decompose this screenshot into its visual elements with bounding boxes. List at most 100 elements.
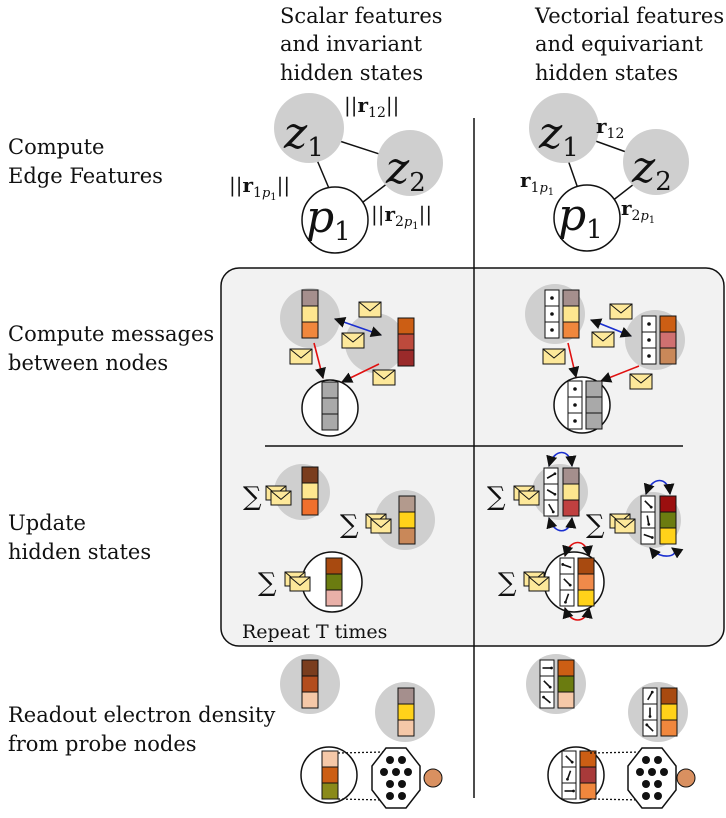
vector-dot <box>647 322 651 326</box>
repeat-label: Repeat T times <box>242 621 387 643</box>
feature-cell <box>325 557 343 575</box>
network-neuron <box>654 792 662 800</box>
feature-cell <box>557 691 575 709</box>
feature-cell <box>397 333 415 351</box>
feature-cell <box>301 321 319 339</box>
feature-cell <box>301 498 319 516</box>
node-label-p1: p1 <box>306 192 351 247</box>
vector-dot <box>550 312 554 316</box>
vector-arrow-head <box>542 695 545 699</box>
feature-cell <box>659 511 677 529</box>
feature-cell <box>301 305 319 323</box>
sum-symbol: ∑ <box>498 568 517 598</box>
feature-cell <box>397 317 415 335</box>
atom-node <box>628 682 688 742</box>
sum-symbol: ∑ <box>258 568 277 598</box>
rotation-curve <box>562 541 593 558</box>
feature-cell <box>562 467 580 485</box>
vector-arrow <box>563 578 571 586</box>
message-envelope <box>270 490 292 506</box>
feature-cell <box>321 766 339 784</box>
network-neuron <box>642 792 650 800</box>
network-neuron <box>654 780 662 788</box>
row-label-line: from probe nodes <box>8 732 197 756</box>
vector-arrow-head <box>572 789 575 793</box>
feature-cell <box>398 527 416 545</box>
feature-cell <box>660 703 678 721</box>
column-header-line: and equivariant <box>535 32 703 56</box>
message-envelope <box>609 303 633 320</box>
vector-arrow <box>543 680 551 688</box>
vector-arrow-head <box>568 583 572 587</box>
vector-arrow <box>546 473 556 479</box>
feature-cell <box>579 782 597 800</box>
repeat-panel <box>220 267 725 647</box>
vector-dot <box>573 403 577 407</box>
edge-label-r2p1: ||r2p1|| <box>371 202 432 232</box>
vector-dot <box>550 328 554 332</box>
row-label-messages: Compute messages between nodes <box>8 322 214 375</box>
edge-label-r2p1: r2p1 <box>621 196 655 226</box>
vector-arrow-head <box>645 723 649 727</box>
network-neuron <box>636 768 644 776</box>
message-envelope <box>629 373 653 390</box>
column-header-scalar: Scalar features and invariant hidden sta… <box>280 4 443 85</box>
network-neuron <box>404 768 412 776</box>
vector-arrow-head <box>550 666 553 670</box>
network-neuron <box>654 756 662 764</box>
node-label-z1: z1 <box>538 108 579 163</box>
atom-node-z2 <box>623 129 689 195</box>
message-envelope <box>372 369 396 386</box>
vector-arrow <box>546 489 556 495</box>
row-label-line: Edge Features <box>8 164 163 188</box>
message-envelope <box>289 576 311 592</box>
network-neuron <box>398 780 406 788</box>
column-header-line: Scalar features <box>280 4 443 28</box>
feature-cell <box>398 511 416 529</box>
envelope-flap <box>270 490 292 501</box>
vector-arrow <box>647 691 653 701</box>
sum-symbol: ∑ <box>243 482 262 512</box>
vector-arrow <box>646 724 654 732</box>
feature-cell <box>325 589 343 607</box>
network-neuron <box>398 756 406 764</box>
feature-cell <box>585 380 603 398</box>
row-label-line: Readout electron density <box>8 703 275 727</box>
vector-dot <box>647 338 651 342</box>
network-neuron <box>642 780 650 788</box>
feature-cell <box>397 719 415 737</box>
column-header-line: Vectorial features <box>534 4 724 28</box>
row-label-line: hidden states <box>8 540 151 564</box>
row-label-line: between nodes <box>8 351 168 375</box>
row-label-line: Update <box>8 511 86 535</box>
vector-arrow-head <box>647 523 651 526</box>
edge-label-r1p1: r1p1 <box>520 168 554 198</box>
rotation-arrow <box>333 317 383 337</box>
feature-cell <box>660 687 678 705</box>
row-label-line: Compute <box>8 135 104 159</box>
message-envelope <box>542 348 566 365</box>
readout-network <box>371 747 421 809</box>
sum-symbol: ∑ <box>487 482 506 512</box>
edge-graph-vectorial: z1 z2 p1 r12 r1p1 r2p1 <box>520 93 689 252</box>
envelope-flap <box>591 331 615 342</box>
feature-cell <box>321 782 339 800</box>
atom-node <box>532 464 588 520</box>
readout-network <box>627 747 677 809</box>
rotation-curve <box>546 516 577 532</box>
density-output <box>676 768 696 788</box>
network-neuron <box>380 768 388 776</box>
vector-arrow-head <box>553 492 557 496</box>
sum-symbol: ∑ <box>340 510 359 540</box>
node-label-z2: z2 <box>631 142 672 197</box>
atom-node <box>526 654 586 714</box>
feature-cell <box>321 750 339 768</box>
envelope-flap <box>614 518 636 529</box>
vector-arrow-head <box>548 685 552 689</box>
vector-arrow <box>543 696 551 704</box>
vector-dot <box>573 419 577 423</box>
feature-cell <box>562 305 580 323</box>
atom-node-z2 <box>377 130 443 196</box>
feature-cell <box>562 483 580 501</box>
row-label-update: Update hidden states <box>8 511 151 564</box>
